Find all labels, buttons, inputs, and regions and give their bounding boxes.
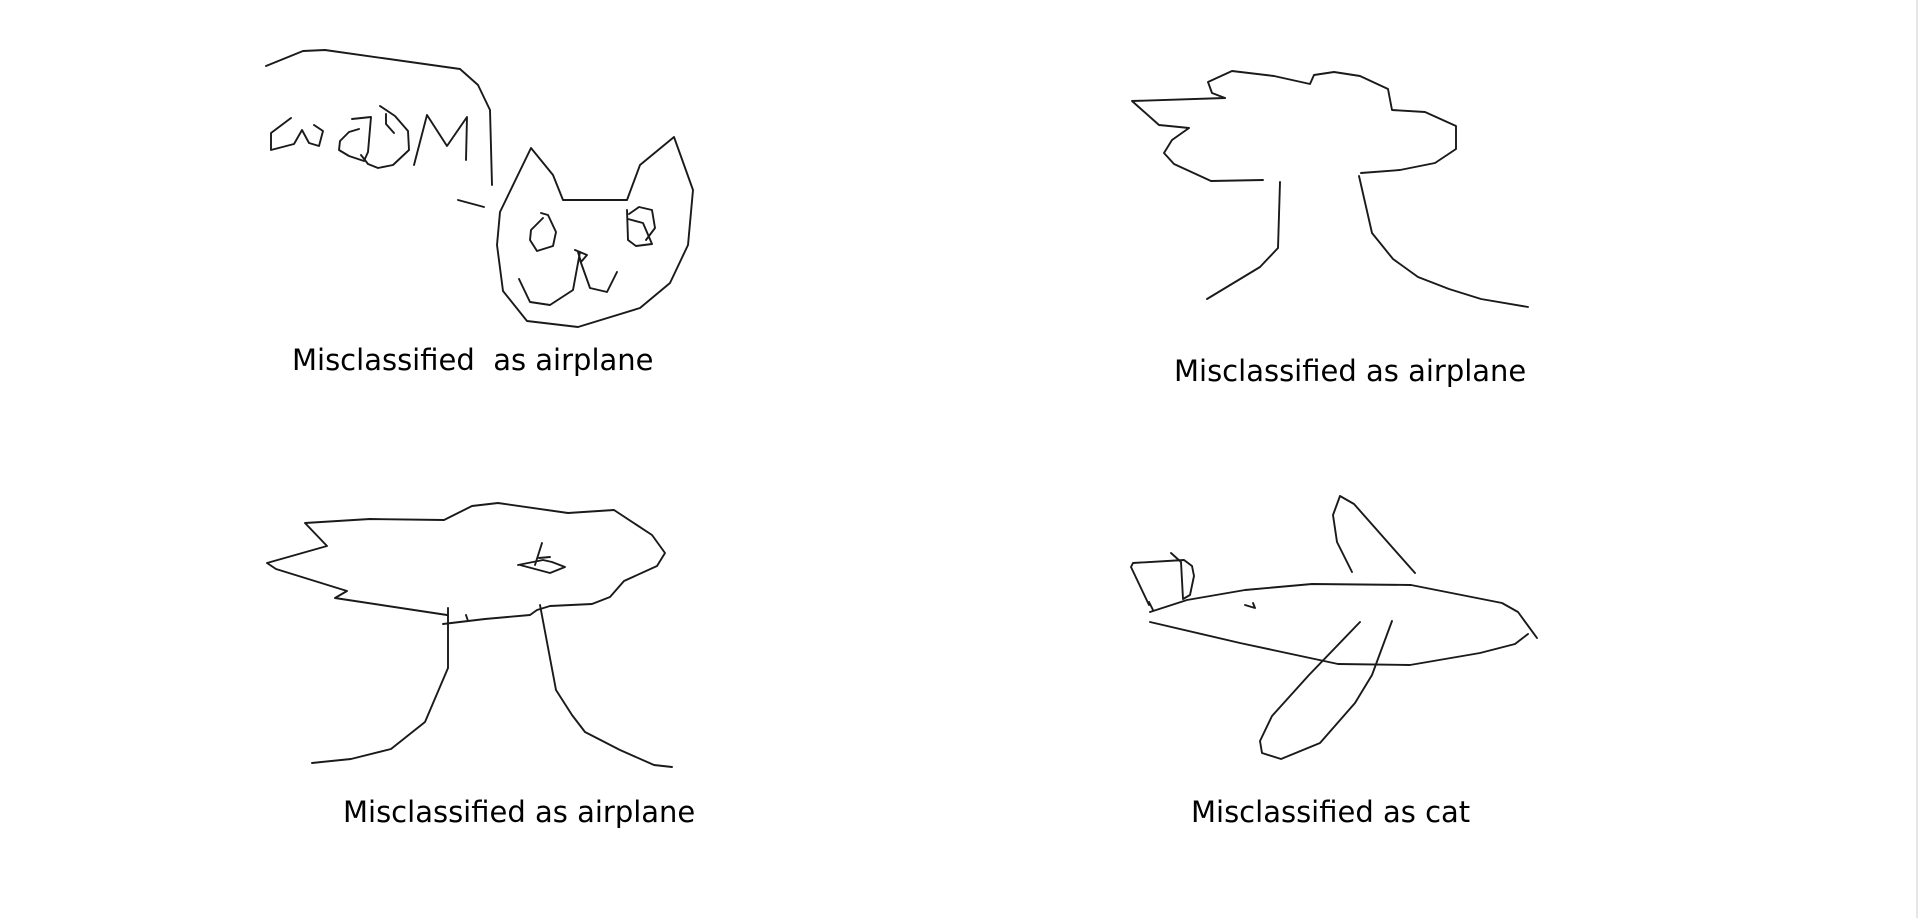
caption-cat-misclassified: Misclassified as airplane [292, 343, 654, 377]
airplane-sketch-icon [1130, 495, 1538, 760]
page-edge-divider [1916, 0, 1918, 918]
cat-sketch-icon [265, 49, 694, 328]
tree-sketch-icon-2 [266, 502, 673, 768]
caption-airplane-misclassified: Misclassified as cat [1191, 795, 1471, 829]
caption-tree-2-misclassified: Misclassified as airplane [343, 795, 696, 829]
tree-sketch-icon [1131, 70, 1529, 308]
cat-head [496, 136, 694, 328]
scribble-text [265, 49, 493, 208]
caption-tree-misclassified: Misclassified as airplane [1174, 354, 1527, 388]
